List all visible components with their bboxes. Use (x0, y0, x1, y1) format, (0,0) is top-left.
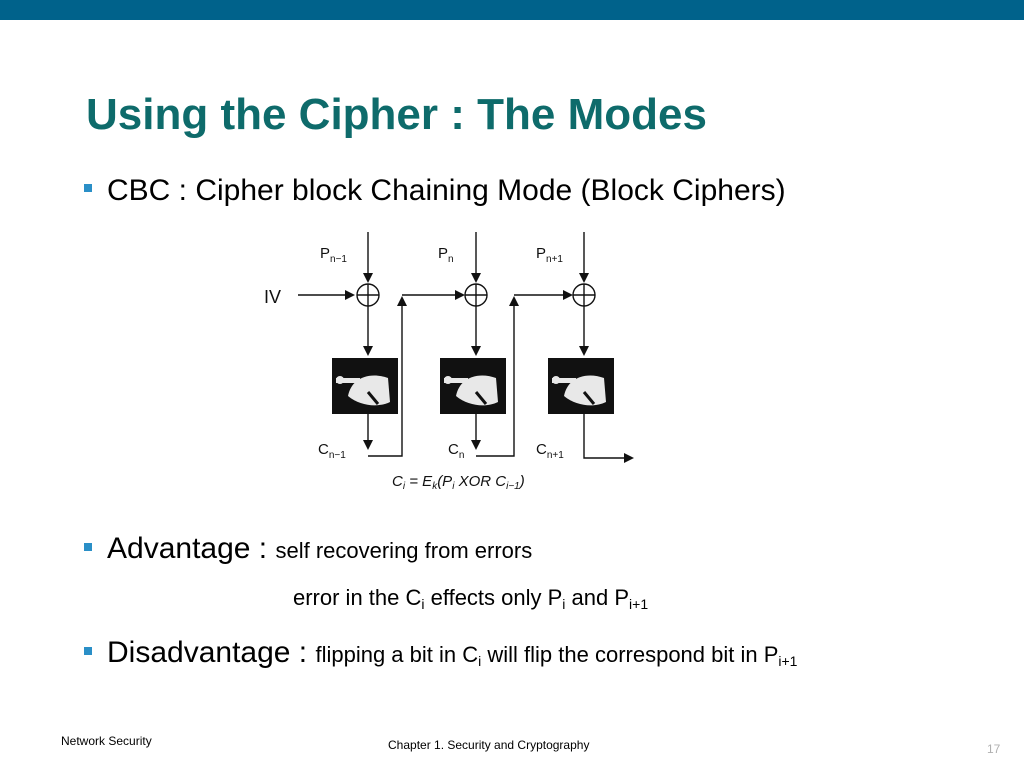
bullet-advantage: Advantage : self recovering from errors (107, 532, 532, 566)
bullet-square-icon (84, 543, 92, 551)
p-label-1: Pn−1 (320, 245, 347, 265)
bullet-square-icon (84, 647, 92, 655)
slide-title: Using the Cipher : The Modes (86, 90, 707, 139)
encrypt-box-3-icon (548, 358, 614, 414)
c-label-3: Cn+1 (536, 441, 564, 461)
cbc-formula: Ci = Ek(Pi XOR Ci−1) (392, 473, 525, 492)
advantage-text: self recovering from errors (275, 538, 533, 563)
feedback-1 (368, 296, 407, 457)
disadvantage-label: Disadvantage : (107, 636, 316, 669)
bullet-disadvantage: Disadvantage : flipping a bit in Ci will… (107, 636, 797, 670)
footer-center: Chapter 1. Security and Cryptography (388, 738, 590, 752)
page-number: 17 (987, 742, 1001, 756)
advantage-detail: error in the Ci effects only Pi and Pi+1 (293, 585, 649, 612)
top-bar (0, 0, 1024, 20)
feedback-2 (476, 296, 519, 457)
disadvantage-text: flipping a bit in Ci will flip the corre… (315, 642, 798, 669)
iv-label: IV (264, 287, 281, 307)
bullet-cbc: CBC : Cipher block Chaining Mode (Block … (107, 174, 786, 207)
bullet-square-icon (84, 184, 92, 192)
encrypt-box-1-icon (332, 358, 398, 414)
c-label-2: Cn (448, 441, 464, 461)
p-label-2: Pn (438, 245, 454, 265)
cbc-diagram: IV Pn−1 Pn Pn+1 Cn−1 Cn Cn+1 Ci = Ek(Pi … (264, 232, 634, 492)
p-label-3: Pn+1 (536, 245, 563, 265)
c-label-1: Cn−1 (318, 441, 346, 461)
advantage-label: Advantage : (107, 532, 276, 565)
encrypt-box-2-icon (440, 358, 506, 414)
footer-left: Network Security (61, 734, 152, 748)
